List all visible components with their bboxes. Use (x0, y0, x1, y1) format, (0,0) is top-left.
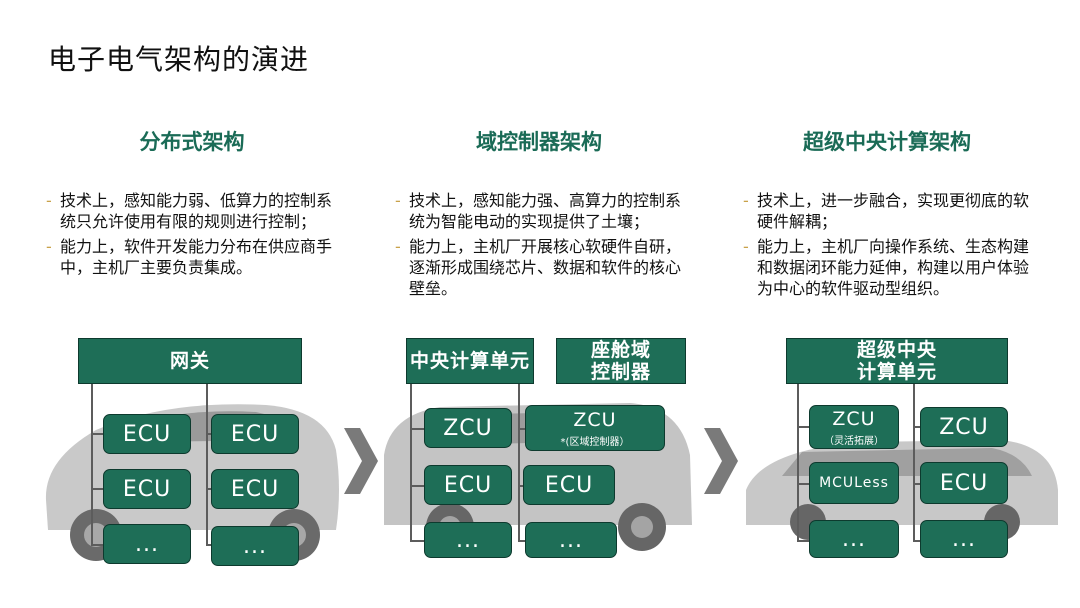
connector-line (206, 384, 208, 544)
ecu-label: ECU (122, 476, 172, 502)
more-label: ... (135, 531, 159, 557)
central-compute-box: 中央计算单元 (406, 338, 534, 384)
connector-line (913, 384, 915, 541)
more-box: ... (809, 520, 899, 558)
more-box: ... (920, 520, 1008, 558)
connector-line (518, 384, 520, 540)
super-central-label-2: 计算单元 (856, 361, 937, 383)
ecu-label: ECU (230, 421, 280, 447)
bullet-item: -能力上，主机厂开展核心软硬件自研，逐渐形成围绕芯片、数据和软件的核心壁垒。 (395, 237, 682, 298)
chevron-right-icon (344, 428, 378, 494)
zcu-sublabel: *(区域控制器） (560, 436, 630, 448)
connector-line (91, 544, 104, 546)
ecu-label: ECU (443, 472, 493, 498)
connector-line (518, 428, 525, 430)
connector-line (797, 426, 809, 428)
car-silhouette-icon (45, 404, 339, 561)
more-box: ... (525, 522, 617, 558)
ecu-box: ECU (103, 414, 191, 454)
super-central-label: 超级中央 (856, 339, 937, 361)
column-title-distributed: 分布式架构 (139, 130, 245, 154)
cockpit-domain-label-2: 控制器 (590, 361, 651, 383)
connector-line (518, 540, 525, 542)
bullet-list-domain: -技术上，感知能力强、高算力的控制系统为智能电动的实现提供了土壤； -能力上，主… (395, 190, 685, 303)
more-box: ... (424, 522, 512, 558)
more-label: ... (559, 527, 583, 553)
column-title-domain: 域控制器架构 (476, 130, 602, 154)
mculess-label: MCULess (819, 475, 889, 491)
zcu-box: ZCU (424, 408, 512, 448)
ecu-box: ECU (920, 462, 1008, 504)
bullet-item: -技术上，感知能力弱、低算力的控制系统只允许使用有限的规则进行控制； (46, 191, 333, 231)
connector-line (410, 540, 424, 542)
zcu-label: ZCU (939, 414, 989, 440)
connector-line (206, 433, 212, 435)
ecu-box: ECU (211, 469, 299, 509)
stray-dot: · (318, 232, 324, 251)
connector-line (410, 428, 424, 430)
bullet-list-distributed: -技术上，感知能力弱、低算力的控制系统只允许使用有限的规则进行控制； -能力上，… (46, 190, 336, 282)
zcu-box: ZCU （灵活拓展） (809, 405, 899, 449)
column-title-central: 超级中央计算架构 (803, 130, 971, 154)
connector-line (91, 433, 104, 435)
cockpit-domain-box: 座舱域 控制器 (556, 338, 686, 384)
bullet-item: -技术上，感知能力强、高算力的控制系统为智能电动的实现提供了土壤； (395, 191, 682, 231)
zcu-sublabel: （灵活拓展） (824, 435, 884, 447)
connector-line (206, 544, 212, 546)
bullet-list-central: -技术上，进一步融合，实现更彻底的软硬件解耦； -能力上，主机厂向操作系统、生态… (743, 190, 1039, 303)
connector-line (913, 540, 920, 542)
zcu-label: ZCU (443, 415, 493, 441)
connector-line (797, 384, 799, 541)
more-label: ... (243, 533, 267, 559)
more-box: ... (211, 526, 299, 566)
connector-line (913, 426, 920, 428)
page-title: 电子电气架构的演进 (48, 43, 310, 76)
ecu-box: ECU (103, 469, 191, 509)
bullet-item: -技术上，进一步融合，实现更彻底的软硬件解耦； (743, 191, 1030, 231)
gateway-box: 网关 (78, 338, 302, 384)
connector-line (91, 488, 104, 490)
ecu-label: ECU (544, 472, 594, 498)
connector-line (410, 485, 424, 487)
chevron-right-icon (704, 428, 738, 494)
cockpit-domain-label: 座舱域 (590, 339, 651, 361)
zcu-box: ZCU *(区域控制器） (525, 405, 665, 451)
ecu-label: ECU (939, 470, 989, 496)
bullet-item: -能力上，软件开发能力分布在供应商手中，主机厂主要负责集成。 (46, 237, 333, 277)
connector-line (91, 384, 93, 544)
super-central-compute-box: 超级中央 计算单元 (786, 338, 1008, 384)
bullet-item: -能力上，主机厂向操作系统、生态构建和数据闭环能力延伸，构建以用户体验为中心的软… (743, 237, 1030, 298)
more-label: ... (952, 526, 976, 552)
more-label: ... (842, 526, 866, 552)
connector-line (913, 483, 920, 485)
zcu-label: ZCU (832, 407, 876, 430)
ecu-box: ECU (424, 465, 512, 505)
car-silhouette-icon (746, 440, 1058, 540)
connector-line (797, 483, 809, 485)
central-compute-label: 中央计算单元 (409, 350, 530, 372)
ecu-box: ECU (211, 414, 299, 454)
ecu-box: ECU (523, 465, 615, 505)
connector-line (797, 540, 809, 542)
ecu-label: ECU (122, 421, 172, 447)
zcu-label: ZCU (573, 408, 617, 431)
connector-line (206, 488, 212, 490)
connector-line (410, 384, 412, 540)
more-label: ... (456, 527, 480, 553)
more-box: ... (103, 524, 191, 564)
zcu-box: ZCU (920, 407, 1008, 447)
connector-line (518, 485, 523, 487)
ecu-label: ECU (230, 476, 280, 502)
gateway-label: 网关 (169, 350, 210, 372)
mculess-box: MCULess (809, 462, 899, 504)
